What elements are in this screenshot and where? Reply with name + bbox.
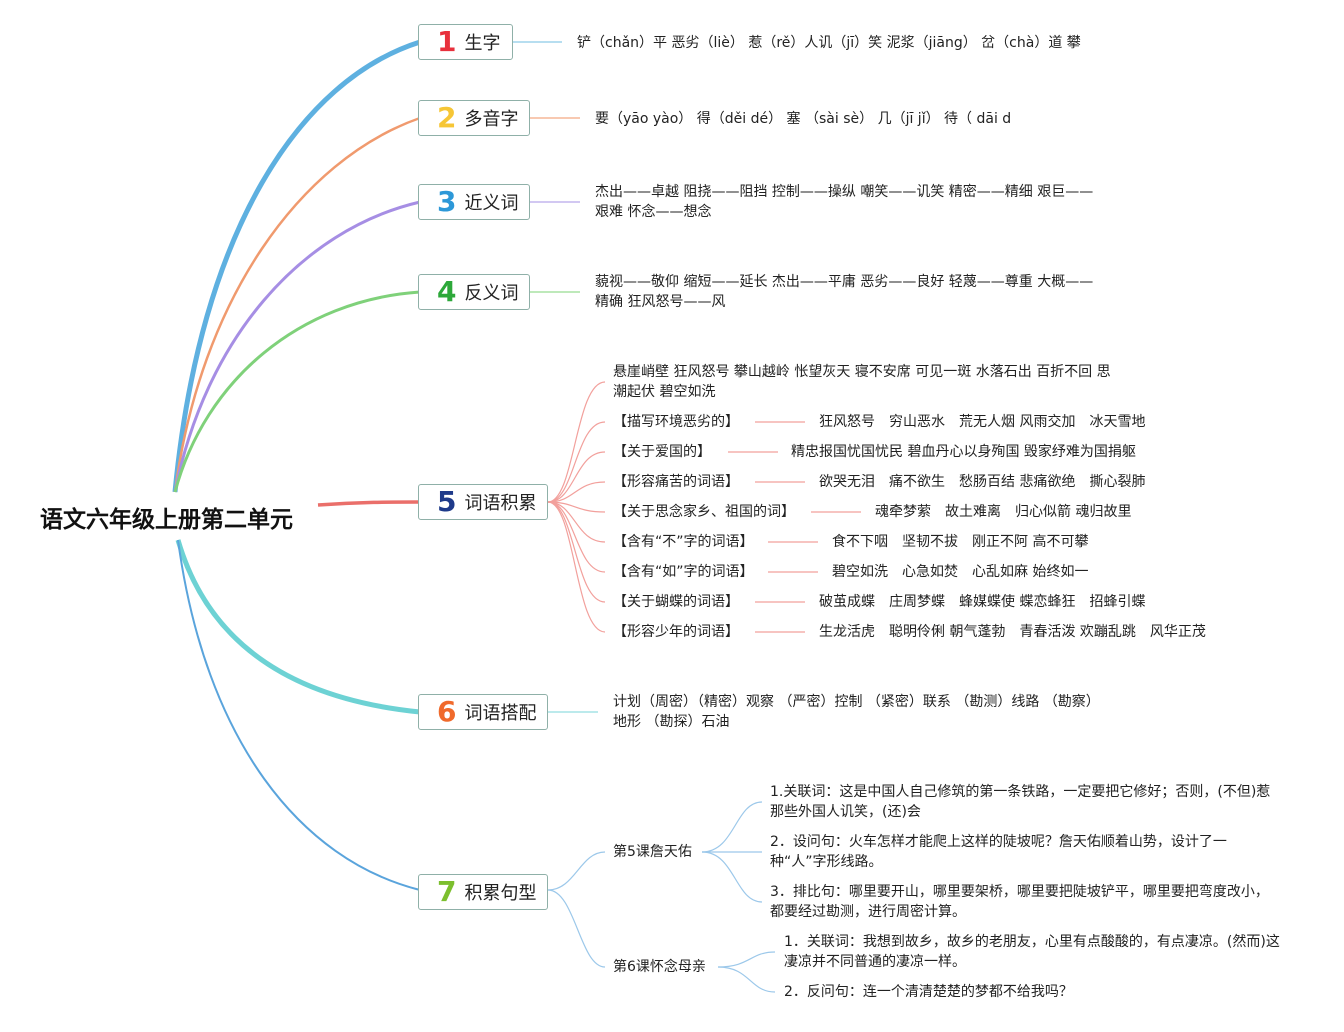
ciyu-intro: 悬崖峭壁 狂风怒号 攀山越岭 怅望灰天 寝不安席 可见一斑 水落石出 百折不回 … (613, 364, 1111, 400)
branch-link-3 (173, 200, 421, 493)
lesson6-title: 第6课怀念母亲 (613, 959, 706, 975)
ciyu-words: 魂牵梦萦 故土难离 归心似箭 魂归故里 (875, 504, 1132, 520)
branch-node-3[interactable]: 3 近义词 (418, 184, 530, 220)
branch-label: 积累句型 (464, 883, 537, 904)
lesson6-item: 2．反问句：连一个清清楚楚的梦都不给我吗？ (784, 984, 1073, 1000)
shengzi-content: 铲（chǎn）平 恶劣（liè） 惹（rě）人讥（jī）笑 泥浆（jiāng） … (577, 35, 1081, 51)
branch-node-2[interactable]: 2 多音字 (418, 100, 530, 136)
ciyu-category: 【形容少年的词语】 (613, 624, 739, 640)
branch-link-1 (172, 39, 421, 493)
lesson5-item: 2．设问句：火车怎样才能爬上这样的陡坡呢？詹天佑顺着山势，设计了一 种“人”字形… (770, 834, 1227, 870)
ciyu-words: 食不下咽 坚韧不拔 刚正不阿 高不可攀 (832, 534, 1089, 550)
duoyin-content: 要（yāo yào） 得（děi dé） 塞 （sài sè） 几（jī jǐ）… (595, 111, 1012, 127)
ciyu-category: 【含有“如”字的词语】 (613, 564, 754, 580)
branch-label: 反义词 (464, 283, 519, 304)
ciyu-words: 欲哭无泪 痛不欲生 愁肠百结 悲痛欲绝 撕心裂肺 (819, 474, 1146, 490)
juxing-fan (547, 801, 776, 993)
ciyu-words: 碧空如洗 心急如焚 心乱如麻 始终如一 (832, 564, 1089, 580)
branch-node-4[interactable]: 4 反义词 (418, 274, 530, 310)
lesson5-title: 第5课詹天佑 (613, 844, 692, 860)
branch-node-5[interactable]: 5 词语积累 (418, 484, 548, 520)
branch-link-7 (177, 539, 421, 891)
branch-label: 词语搭配 (464, 703, 537, 724)
ciyu-fan (547, 381, 861, 633)
lesson5-item: 3．排比句：哪里要开山，哪里要架桥，哪里要把陡坡铲平，哪里要把弯度改小， 都要经… (770, 884, 1269, 920)
branch-node-6[interactable]: 6 词语搭配 (418, 694, 548, 730)
branch-label: 词语积累 (464, 493, 537, 514)
jinyi-content: 杰出——卓越 阻挠——阻挡 控制——操纵 嘲笑——讥笑 精密——精细 艰巨—— … (595, 184, 1094, 220)
ciyu-category: 【关于蝴蝶的词语】 (613, 594, 739, 610)
ciyu-category: 【关于爱国的】 (613, 444, 711, 460)
lesson6-item: 1．关联词：我想到故乡，故乡的老朋友，心里有点酸酸的，有点凄凉。(然而)这 凄凉… (784, 934, 1280, 970)
number-6-icon: 6 (437, 695, 457, 728)
lesson5-item: 1.关联词：这是中国人自己修筑的第一条铁路，一定要把它修好；否则，(不但)惹 那… (770, 784, 1271, 820)
branch-node-1[interactable]: 1 生字 (418, 24, 513, 60)
branch-link-5 (317, 500, 421, 507)
ciyu-category: 【描写环境恶劣的】 (613, 414, 739, 430)
branch-label: 近义词 (464, 193, 519, 214)
ciyu-words: 精忠报国忧国忧民 碧血丹心以身殉国 毁家纾难为国捐躯 (791, 444, 1136, 460)
ciyu-category: 【含有“不”字的词语】 (613, 534, 754, 550)
branch-label: 生字 (464, 33, 501, 54)
ciyu-words: 破茧成蝶 庄周梦蝶 蜂媒蝶使 蝶恋蜂狂 招蜂引蝶 (819, 594, 1146, 610)
branch-label: 多音字 (464, 109, 519, 130)
number-2-icon: 2 (437, 101, 457, 134)
branch-link-6 (175, 539, 421, 715)
root-topic: 语文六年级上册第二单元 (40, 507, 293, 533)
ciyu-category: 【关于思念家乡、祖国的词】 (613, 504, 795, 520)
number-1-icon: 1 (437, 25, 457, 58)
branch-link-4 (173, 290, 421, 493)
branch-link-2 (173, 116, 421, 493)
ciyu-words: 狂风怒号 穷山恶水 荒无人烟 风雨交加 冰天雪地 (819, 414, 1146, 430)
ciyu-words: 生龙活虎 聪明伶俐 朝气蓬勃 青春活泼 欢蹦乱跳 风华正茂 (819, 624, 1206, 640)
number-7-icon: 7 (437, 875, 457, 908)
dapei-content: 计划（周密）（精密）观察 （严密）控制 （紧密）联系 （勘测）线路 （勘察） 地… (613, 694, 1100, 730)
fanyi-content: 藐视——敬仰 缩短——延长 杰出——平庸 恶劣——良好 轻蔑——尊重 大概—— … (595, 274, 1094, 310)
number-5-icon: 5 (437, 485, 457, 518)
ciyu-category: 【形容痛苦的词语】 (613, 474, 739, 490)
number-3-icon: 3 (437, 185, 457, 218)
branch-node-7[interactable]: 7 积累句型 (418, 874, 548, 910)
number-4-icon: 4 (437, 275, 457, 308)
